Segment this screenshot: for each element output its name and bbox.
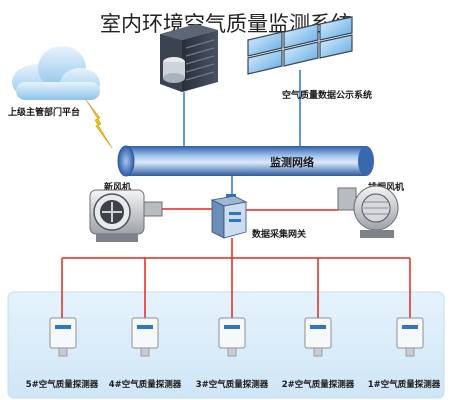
detector-1 (396, 317, 424, 357)
detector-2 (304, 317, 332, 357)
detector-4 (131, 317, 159, 357)
monitor-network-label: 监测网络 (270, 155, 314, 169)
exhaust-fan-icon (337, 185, 399, 238)
detector-label: 3#空气质量探测器 (196, 379, 269, 390)
fresh-air-fan-icon (89, 189, 163, 242)
monitor-network-pipe (117, 145, 374, 177)
detector-label: 2#空气质量探测器 (282, 379, 355, 390)
sensor-bus (61, 238, 411, 318)
detector-label: 4#空气质量探测器 (109, 379, 182, 390)
gateway-icon (210, 194, 248, 239)
display-system-label: 空气质量数据公示系统 (282, 89, 372, 101)
detector-label: 1#空气质量探测器 (368, 379, 441, 390)
lightning-icon (85, 99, 113, 149)
detector-label: 5#空气质量探测器 (26, 379, 99, 390)
detector-5 (49, 317, 77, 357)
upper-dept-label: 上级主管部门平台 (8, 106, 80, 118)
detector-3 (218, 317, 246, 357)
cloud-icon (12, 46, 100, 100)
display-wall-icon (247, 16, 353, 75)
server-icon (160, 24, 218, 92)
gateway-label: 数据采集网关 (252, 228, 306, 240)
